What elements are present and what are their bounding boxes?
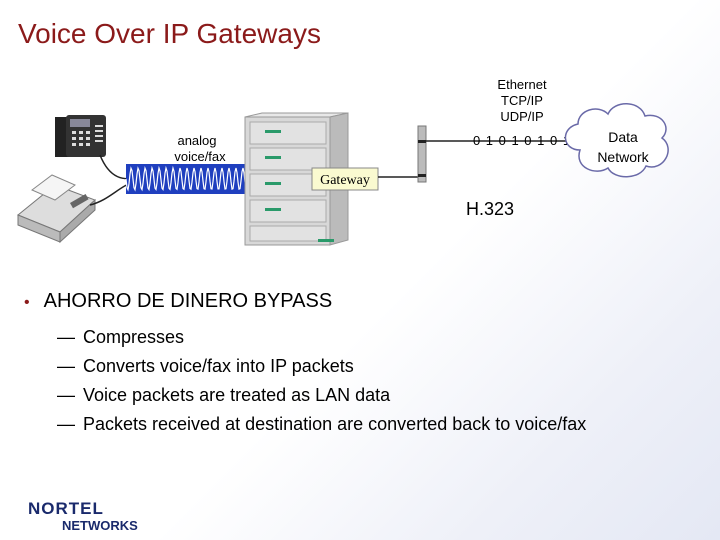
ethernet-label-line-1: Ethernet: [497, 77, 547, 92]
analog-label-line-1: analog: [177, 133, 216, 148]
analog-label-line-2: voice/fax: [174, 149, 226, 164]
protocol-label: H.323: [466, 199, 514, 219]
main-bullet: • AHORRO DE DINERO BYPASS: [24, 290, 704, 313]
gateway-label-box: [311, 167, 379, 191]
sub-bullet: — Packets received at destination are co…: [57, 414, 704, 435]
sub-bullet: — Converts voice/fax into IP packets: [57, 356, 704, 377]
dash-marker: —: [57, 414, 75, 434]
cloud-label-line-2: Network: [597, 149, 649, 165]
slide-title: Voice Over IP Gateways: [18, 18, 321, 49]
ethernet-label-line-2: TCP/IP: [501, 93, 543, 108]
voip-gateway-diagram: analog voice/fax Gateway Ethernet TCP/IP…: [17, 77, 669, 246]
bullet-list: • AHORRO DE DINERO BYPASS — Compresses —…: [24, 290, 704, 443]
main-bullet-text: AHORRO DE DINERO BYPASS: [43, 290, 333, 312]
sub-bullet-text: Voice packets are treated as LAN data: [83, 385, 391, 405]
bullet-dot-icon: •: [24, 294, 30, 311]
dash-marker: —: [57, 385, 75, 405]
cloud-label-line-1: Data: [608, 129, 638, 145]
data-network-cloud-icon: [564, 103, 669, 178]
sub-bullet-list: — Compresses — Converts voice/fax into I…: [57, 327, 704, 435]
nortel-networks-logo: NORTEL NETWORKS: [28, 499, 138, 533]
fax-machine-icon: [17, 174, 96, 244]
sub-bullet-text: Compresses: [83, 327, 185, 347]
dash-marker: —: [57, 327, 75, 347]
ethernet-label-line-3: UDP/IP: [500, 109, 543, 124]
sub-bullet-text: Packets received at destination are conv…: [83, 414, 587, 434]
ethernet-hub-icon: [417, 125, 427, 183]
logo-line-2: NETWORKS: [62, 518, 138, 533]
telephone-icon: [55, 115, 106, 157]
binary-bits-label: 0 1 0 1 0 1 0 1: [473, 133, 571, 148]
sub-bullet-text: Converts voice/fax into IP packets: [83, 356, 354, 376]
analog-signal-band: [125, 164, 253, 194]
dash-marker: —: [57, 356, 75, 376]
sub-bullet: — Voice packets are treated as LAN data: [57, 385, 704, 406]
logo-line-1: NORTEL: [28, 499, 104, 518]
sub-bullet: — Compresses: [57, 327, 704, 348]
gateway-label: Gateway: [320, 173, 370, 188]
gateway-rack-icon: [244, 112, 349, 246]
